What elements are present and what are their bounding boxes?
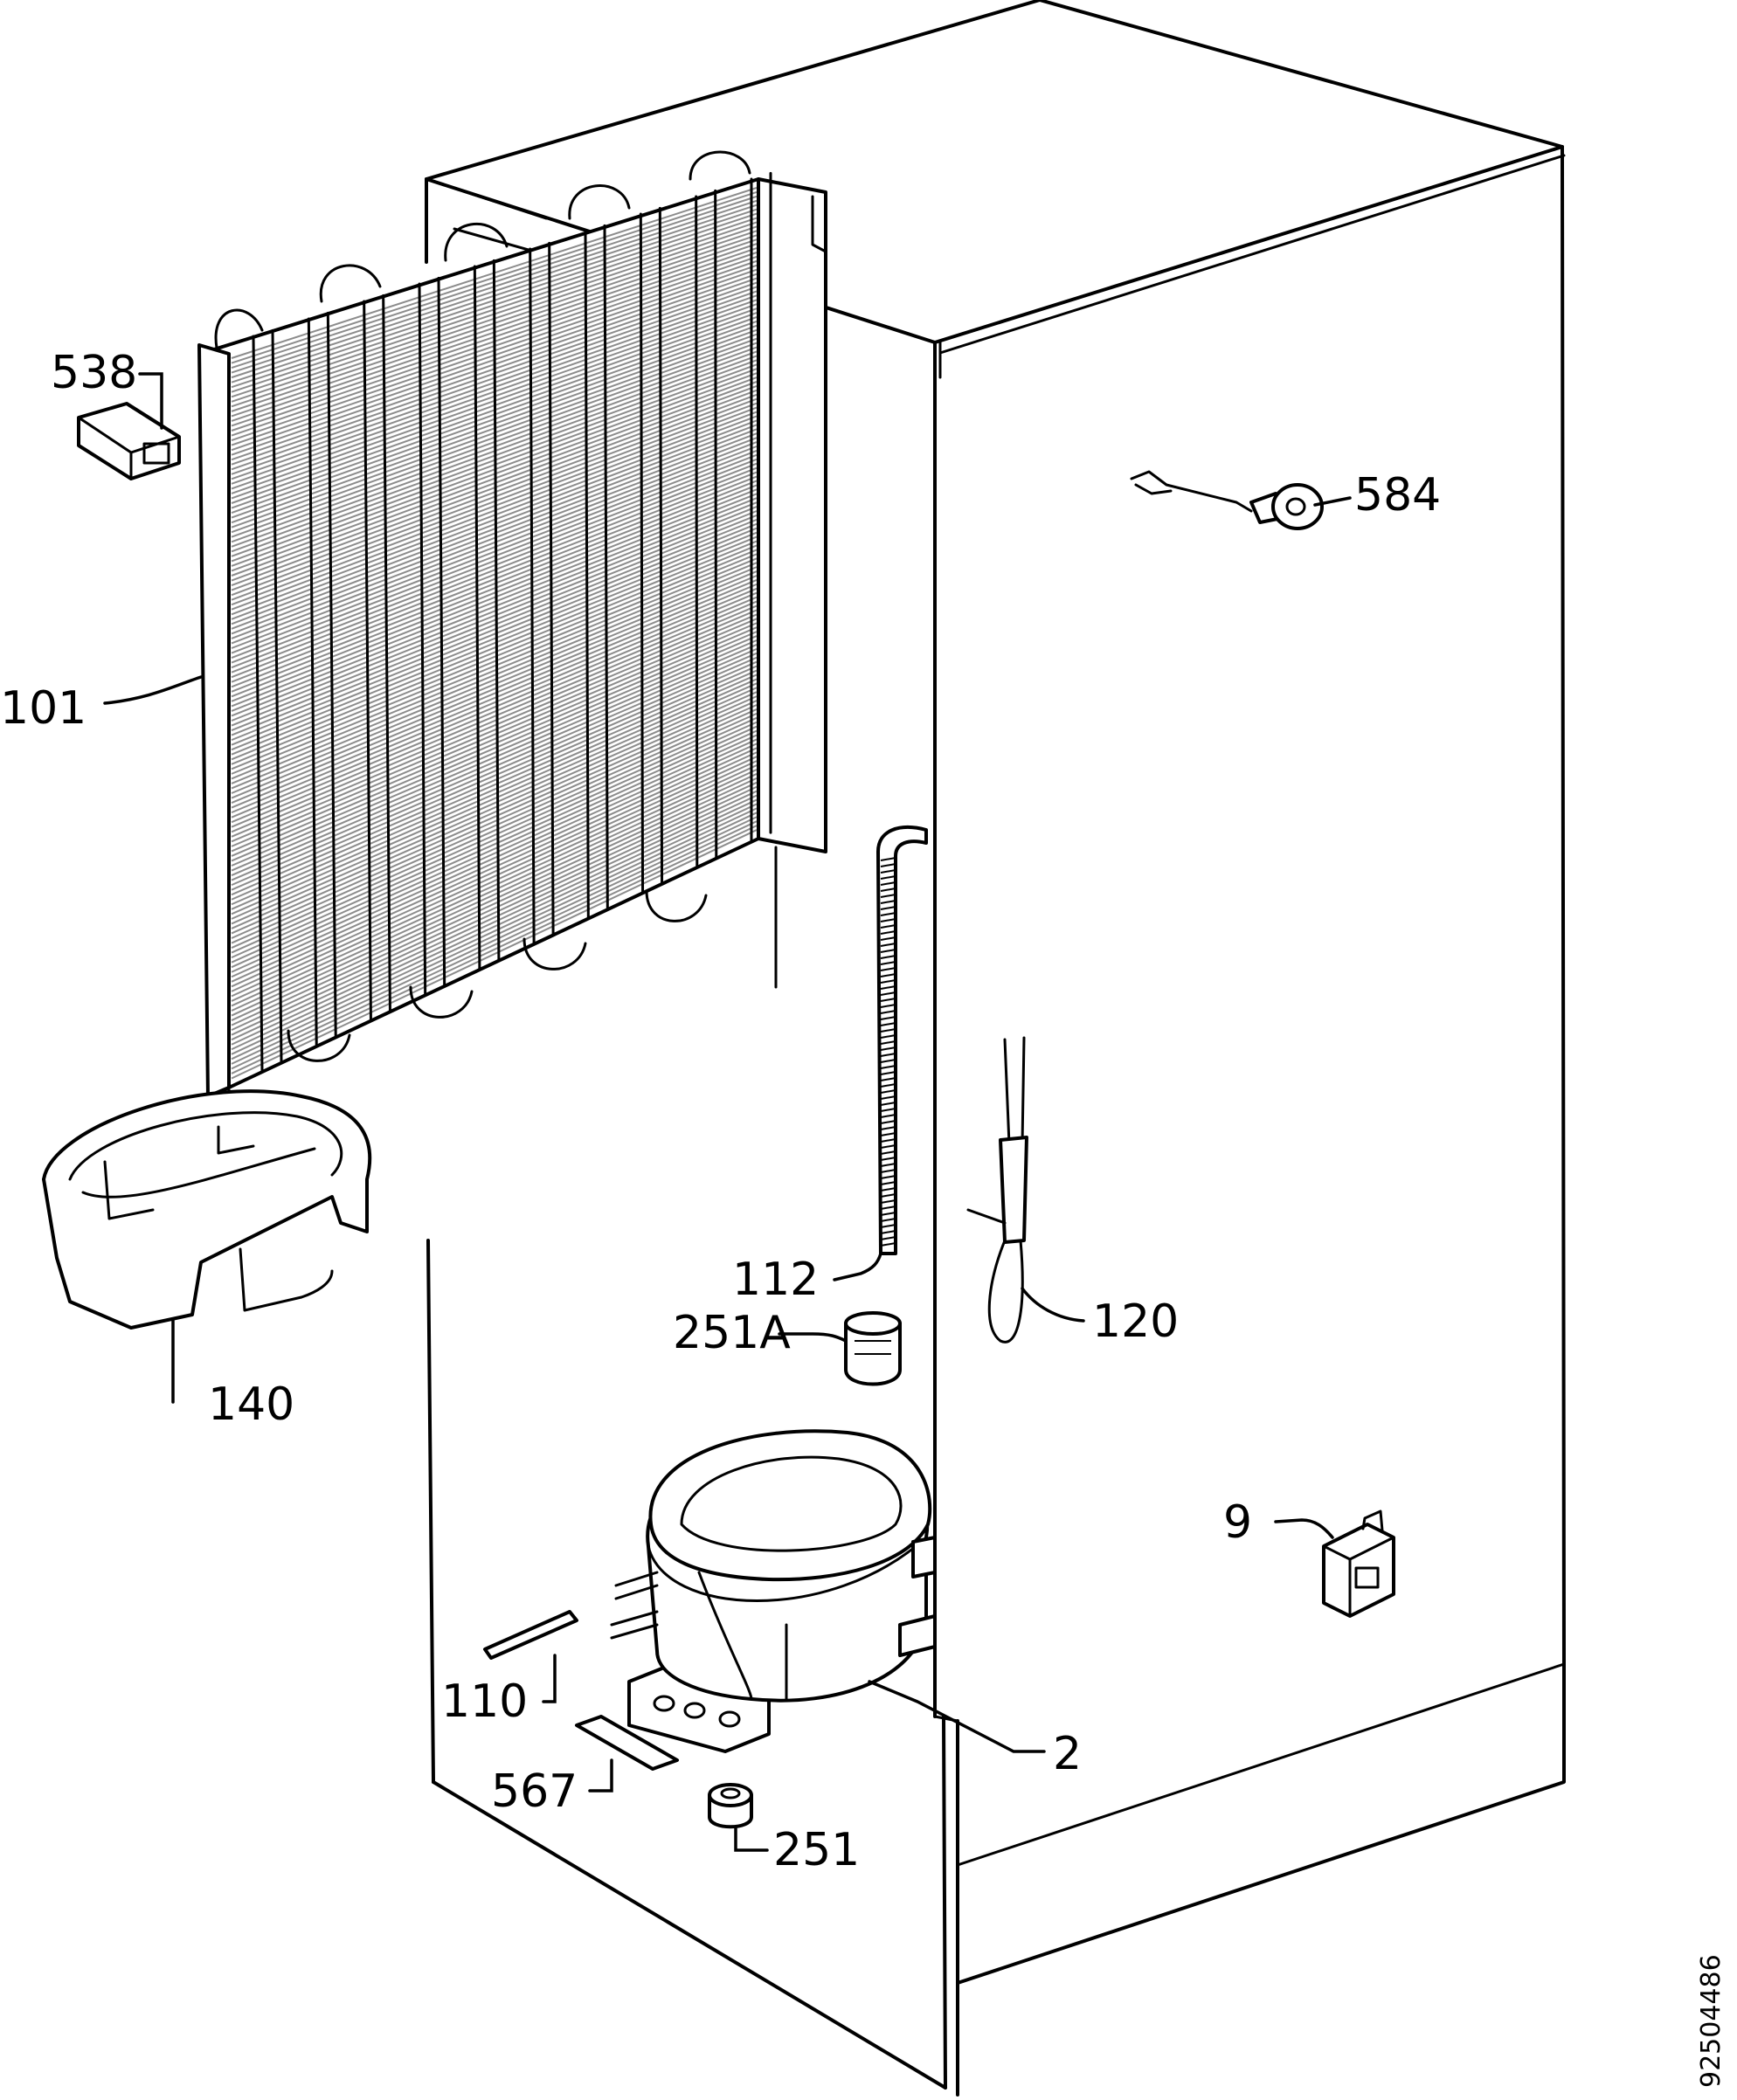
callout-labels: 538 584 101 112 251A 120 140 9 110 2 567… xyxy=(0,347,1441,1876)
reference-number: 92504486 xyxy=(1696,1954,1727,2088)
part-251a-grommet xyxy=(844,1311,902,1386)
callout-251a: 251A xyxy=(673,1307,791,1359)
condenser-101 xyxy=(197,150,827,1116)
callout-9: 9 xyxy=(1223,1496,1252,1549)
part-584-probe xyxy=(1130,470,1324,530)
cabinet xyxy=(425,0,1566,2097)
part-538-connector xyxy=(77,402,181,480)
part-110-rod xyxy=(483,1610,578,1660)
part-9-relay xyxy=(1322,1509,1395,1618)
drip-tray-140 xyxy=(42,1089,372,1330)
callout-584: 584 xyxy=(1354,469,1441,522)
callout-538: 538 xyxy=(51,347,137,399)
callout-112: 112 xyxy=(732,1254,819,1306)
callout-120: 120 xyxy=(1092,1295,1179,1348)
callout-101: 101 xyxy=(0,682,87,735)
part-251-grommet xyxy=(708,1783,753,1829)
callout-110: 110 xyxy=(441,1675,528,1728)
callout-567: 567 xyxy=(491,1765,578,1818)
part-120-sensor xyxy=(966,1036,1028,1344)
part-112-drain-hose xyxy=(876,825,928,1255)
part-567-plate xyxy=(575,1715,679,1771)
callout-140: 140 xyxy=(208,1378,294,1431)
leader-lines xyxy=(103,372,1352,1852)
callout-2: 2 xyxy=(1053,1728,1082,1780)
callout-251: 251 xyxy=(773,1824,860,1876)
compressor-2 xyxy=(610,1429,937,1753)
